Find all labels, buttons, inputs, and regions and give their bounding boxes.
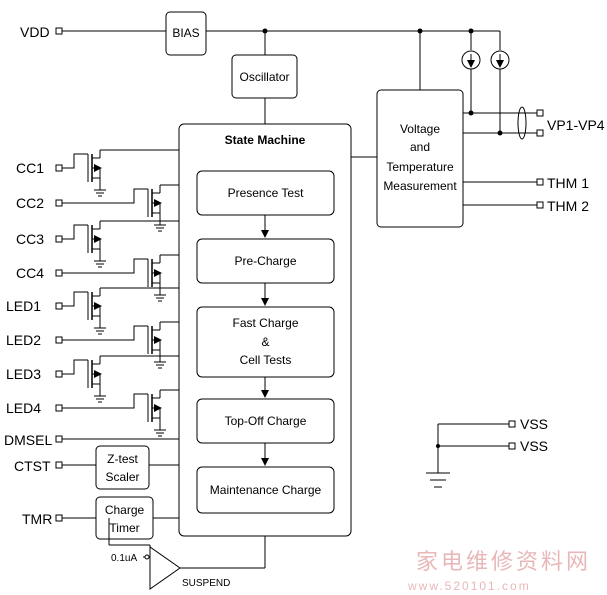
state-maintenance-charge: Maintenance Charge bbox=[196, 466, 335, 514]
svg-text:Scaler: Scaler bbox=[105, 470, 139, 484]
oscillator-label: Oscillator bbox=[239, 70, 289, 84]
current-source-1-icon bbox=[461, 31, 481, 113]
transistor-icon bbox=[87, 355, 179, 403]
cc1-label: CC1 bbox=[16, 160, 44, 176]
cc2-label: CC2 bbox=[16, 195, 44, 211]
charge-timer-block: Charge Timer bbox=[95, 496, 154, 540]
svg-text:&: & bbox=[261, 335, 269, 349]
svg-text:Temperature: Temperature bbox=[386, 160, 454, 174]
svg-text:Fast Charge: Fast Charge bbox=[232, 316, 298, 330]
bias-label: BIAS bbox=[172, 26, 199, 40]
suspend-label: SUSPEND bbox=[182, 578, 230, 589]
transistor-icon bbox=[147, 389, 179, 437]
svg-text:Charge: Charge bbox=[105, 503, 145, 517]
pin-led4: LED4 bbox=[6, 389, 179, 437]
pin-cc4: CC4 bbox=[16, 254, 179, 302]
transistor-icon bbox=[87, 220, 179, 268]
svg-text:Voltage: Voltage bbox=[400, 122, 440, 136]
pin-cc1: CC1 bbox=[16, 149, 179, 197]
watermark-url: www.520101.com bbox=[407, 579, 531, 593]
cc3-label: CC3 bbox=[16, 231, 44, 247]
state-pre-charge: Pre-Charge bbox=[196, 238, 335, 284]
vss2-label: VSS bbox=[520, 438, 548, 454]
comparator-current-label: 0.1uA bbox=[111, 553, 137, 564]
svg-text:Measurement: Measurement bbox=[383, 179, 457, 193]
transistor-icon bbox=[147, 321, 179, 369]
pin-led2: LED2 bbox=[6, 321, 179, 369]
watermark-title: 家电维修资料网 bbox=[416, 549, 591, 574]
transistor-icon bbox=[147, 254, 179, 302]
state-presence-test: Presence Test bbox=[196, 170, 335, 216]
led4-label: LED4 bbox=[6, 400, 41, 416]
vss1-label: VSS bbox=[520, 416, 548, 432]
measurement-block: Voltage and Temperature Measurement bbox=[376, 89, 464, 228]
state-machine-title: State Machine bbox=[225, 133, 306, 147]
thm1-label: THM 1 bbox=[547, 175, 589, 191]
svg-text:Z-test: Z-test bbox=[107, 452, 138, 466]
pin-led3: LED3 bbox=[6, 355, 179, 403]
thm2-label: THM 2 bbox=[547, 198, 589, 214]
svg-text:and: and bbox=[410, 140, 430, 154]
pin-cc3: CC3 bbox=[16, 220, 179, 268]
state-top-off-charge: Top-Off Charge bbox=[196, 398, 335, 444]
led3-label: LED3 bbox=[6, 366, 41, 382]
pin-led1: LED1 bbox=[6, 287, 179, 335]
svg-text:Pre-Charge: Pre-Charge bbox=[234, 254, 296, 268]
svg-text:Cell Tests: Cell Tests bbox=[240, 353, 292, 367]
current-source-2-icon bbox=[490, 31, 510, 133]
state-fast-charge: Fast Charge & Cell Tests bbox=[196, 306, 335, 378]
vdd-pin: VDD bbox=[20, 24, 63, 40]
led1-label: LED1 bbox=[6, 298, 41, 314]
transistor-icon bbox=[147, 184, 179, 232]
svg-text:Maintenance Charge: Maintenance Charge bbox=[210, 483, 322, 497]
dmsel-label: DMSEL bbox=[4, 432, 52, 448]
ctst-label: CTST bbox=[14, 458, 51, 474]
vdd-label: VDD bbox=[20, 24, 50, 40]
bias-block: BIAS bbox=[165, 11, 207, 56]
bus-bundle-icon bbox=[517, 106, 527, 140]
transistor-icon bbox=[87, 149, 179, 197]
transistor-icon bbox=[87, 287, 179, 335]
tmr-pin: TMR bbox=[22, 511, 96, 527]
pin-cc2: CC2 bbox=[16, 184, 179, 232]
ctst-pin: CTST bbox=[14, 458, 96, 474]
oscillator-block: Oscillator bbox=[231, 54, 298, 99]
vp-label: VP1-VP4 bbox=[547, 117, 605, 133]
watermark: 家电维修资料网 www.520101.com bbox=[407, 549, 591, 593]
led2-label: LED2 bbox=[6, 332, 41, 348]
vss-ground: VSS VSS bbox=[426, 416, 548, 488]
svg-text:Presence Test: Presence Test bbox=[228, 186, 304, 200]
svg-text:Timer: Timer bbox=[109, 521, 139, 535]
cc4-label: CC4 bbox=[16, 265, 44, 281]
svg-text:Top-Off Charge: Top-Off Charge bbox=[225, 414, 307, 428]
tmr-label: TMR bbox=[22, 511, 52, 527]
z-test-scaler-block: Z-test Scaler bbox=[95, 445, 150, 490]
dmsel-pin: DMSEL bbox=[4, 432, 179, 448]
suspend-comparator: 0.1uA SUSPEND bbox=[108, 518, 266, 590]
